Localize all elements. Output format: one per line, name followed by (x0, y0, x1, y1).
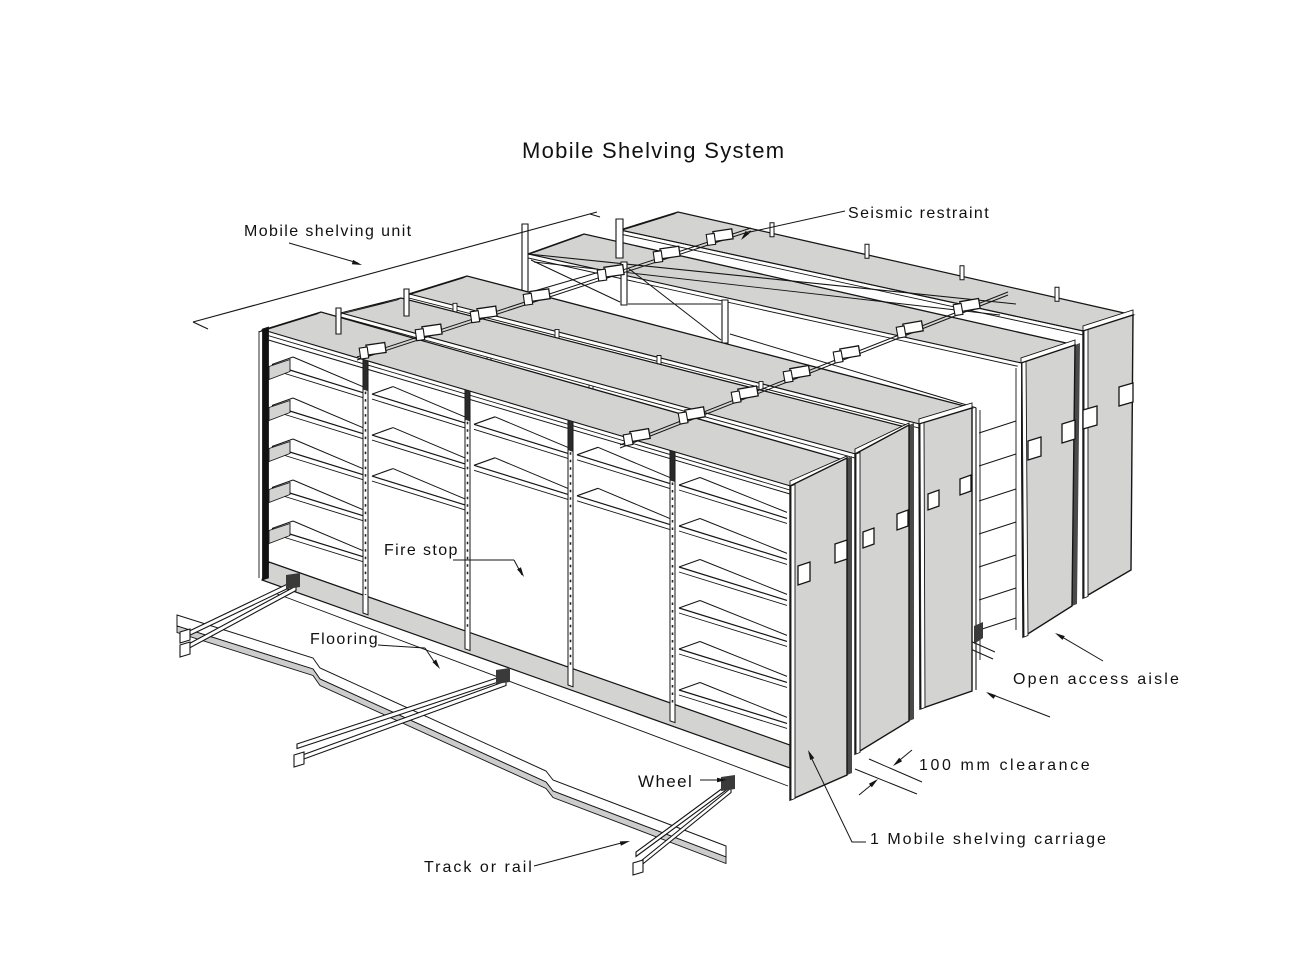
svg-text:Flooring: Flooring (310, 631, 379, 648)
svg-text:1 Mobile shelving carriage: 1 Mobile shelving carriage (870, 831, 1108, 848)
svg-text:Mobile shelving unit: Mobile shelving unit (244, 223, 413, 240)
svg-text:Wheel: Wheel (638, 772, 693, 791)
svg-text:100 mm clearance: 100 mm clearance (919, 757, 1092, 774)
svg-text:Open access aisle: Open access aisle (1013, 671, 1181, 688)
svg-text:Track or rail: Track or rail (424, 859, 534, 876)
svg-text:Fire stop: Fire stop (384, 542, 459, 559)
svg-text:Seismic restraint: Seismic restraint (848, 205, 990, 222)
svg-text:Mobile Shelving System: Mobile Shelving System (522, 138, 785, 163)
